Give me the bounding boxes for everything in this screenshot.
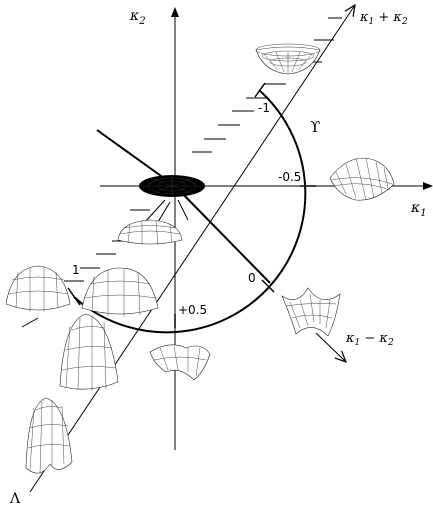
upsilon-label: ϒ	[310, 118, 320, 136]
dome-surface	[81, 267, 159, 317]
dome-surface	[5, 265, 71, 312]
arc-label-minus1: -1	[258, 101, 270, 115]
arc-label-one: 1	[72, 263, 80, 277]
arc-label-minus05: -0.5	[278, 170, 301, 184]
sum-axis	[29, 5, 355, 493]
lambda-label: Λ	[9, 491, 21, 507]
origin-rays	[144, 199, 189, 223]
saucer-surface	[255, 43, 321, 75]
sum-axis-ticks-lower	[21, 209, 150, 328]
elongated-dome-surface	[59, 313, 119, 391]
arc-label-plus05: +0.5	[178, 303, 207, 317]
diff-arrow	[315, 332, 346, 362]
dome-surface	[117, 219, 183, 246]
diff-axis-label: κ1 − κ2	[345, 331, 394, 348]
saddle-surface	[281, 287, 341, 337]
shape-index-arc	[73, 89, 307, 334]
arc-tick-one	[67, 287, 81, 306]
flat-disk-surface	[139, 175, 205, 197]
kappa2-label: κ2	[129, 8, 146, 27]
arc-label-zero: 0	[248, 271, 256, 285]
arc-tick-minus1	[254, 82, 266, 98]
sum-axis-label: κ1 + κ2	[359, 10, 408, 27]
saddle-surface	[149, 344, 211, 381]
arc-tick-zero	[261, 279, 275, 293]
wave-surface	[329, 157, 395, 201]
elongated-dome-surface	[25, 397, 73, 475]
kappa1-label: κ1	[410, 200, 427, 219]
diff-axis-lower	[174, 185, 271, 284]
